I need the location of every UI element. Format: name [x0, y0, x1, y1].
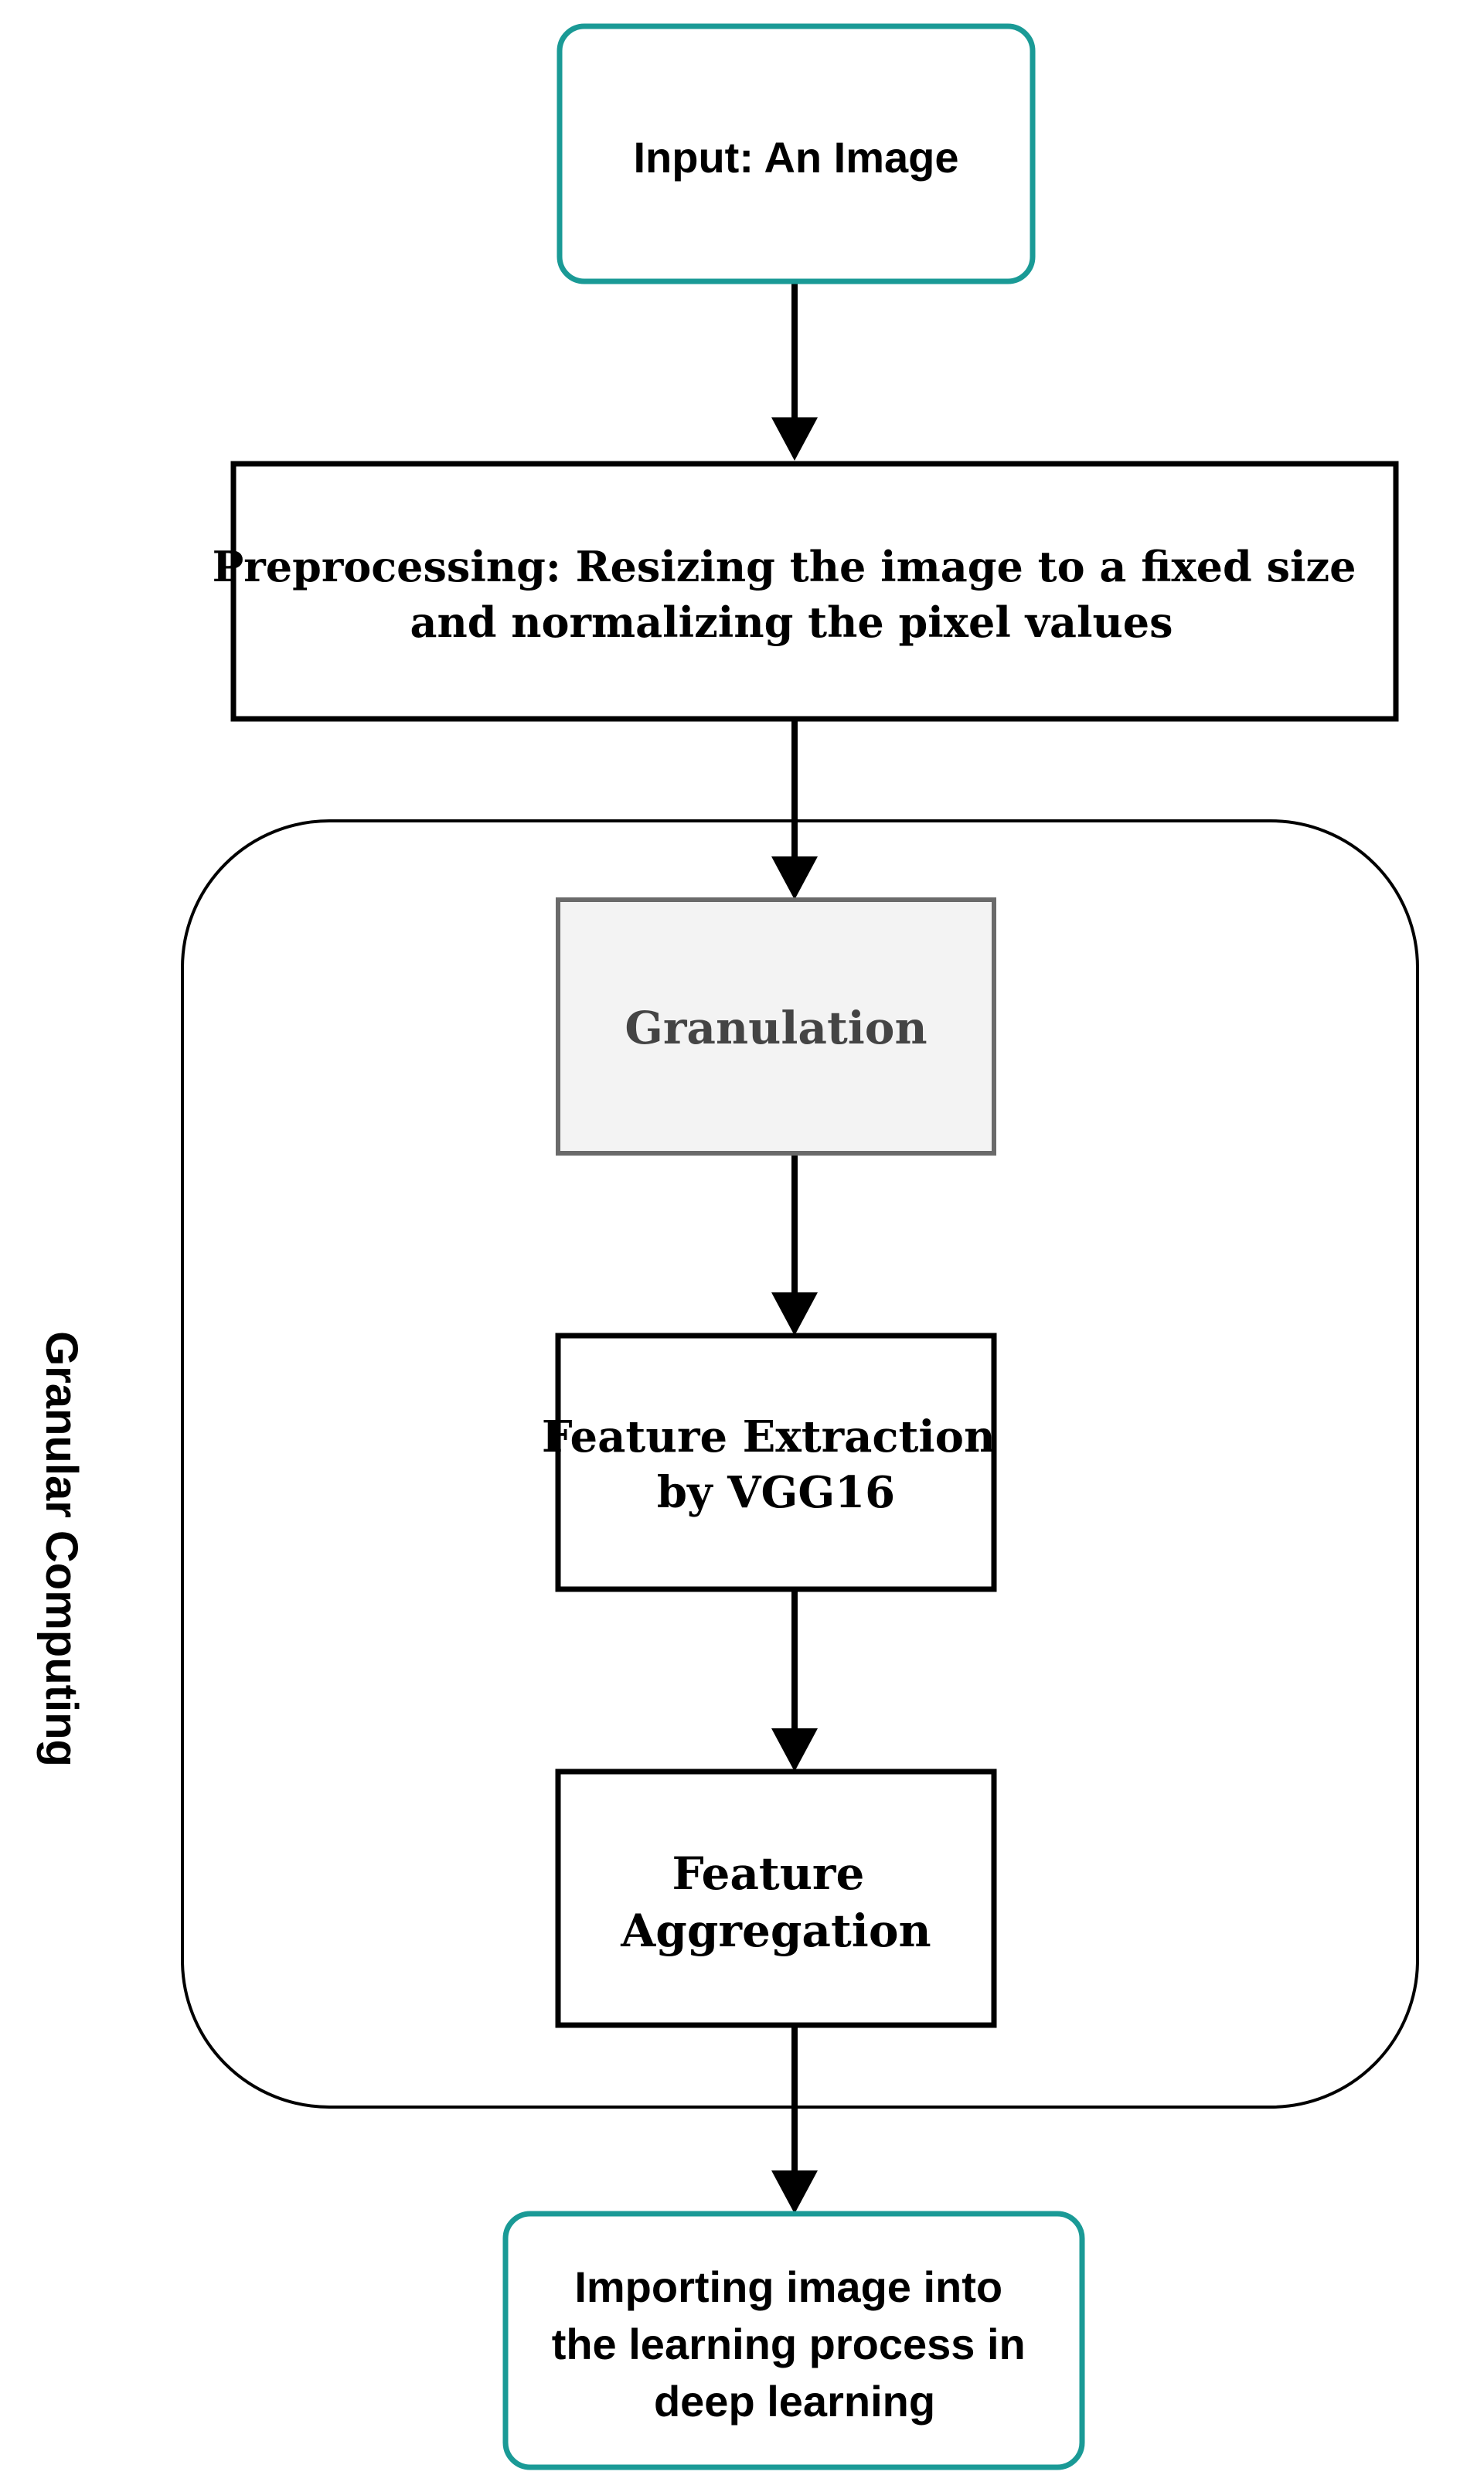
granulation-node-label: Granulation — [625, 1002, 927, 1054]
input-node-label: Input: An Image — [633, 133, 958, 182]
preprocessing-node-label: Preprocessing: Resizing the image to a f… — [213, 542, 1371, 647]
arrowhead-1 — [771, 417, 818, 461]
output-node — [502, 2211, 1085, 2470]
preprocessing-node — [230, 461, 1399, 722]
granular-computing-label: Granular Computing — [36, 1331, 87, 1767]
arrowhead-4 — [771, 1728, 818, 1772]
output-node-label: Importing image into the learning proces… — [552, 2262, 1038, 2426]
feature-extraction-node-label: Feature Extraction by VGG16 — [542, 1411, 1010, 1518]
arrowhead-5 — [771, 2170, 818, 2214]
arrowhead-3 — [771, 1292, 818, 1336]
input-node — [556, 23, 1036, 284]
feature-aggregation-node — [555, 1769, 997, 2028]
granular-computing-group — [181, 819, 1419, 2109]
granulation-node — [556, 897, 996, 1156]
arrowhead-2 — [771, 856, 818, 900]
feature-aggregation-node-label: Feature Aggregation — [620, 1847, 931, 1957]
arrowheads — [771, 417, 818, 2214]
feature-extraction-node — [555, 1333, 997, 1592]
